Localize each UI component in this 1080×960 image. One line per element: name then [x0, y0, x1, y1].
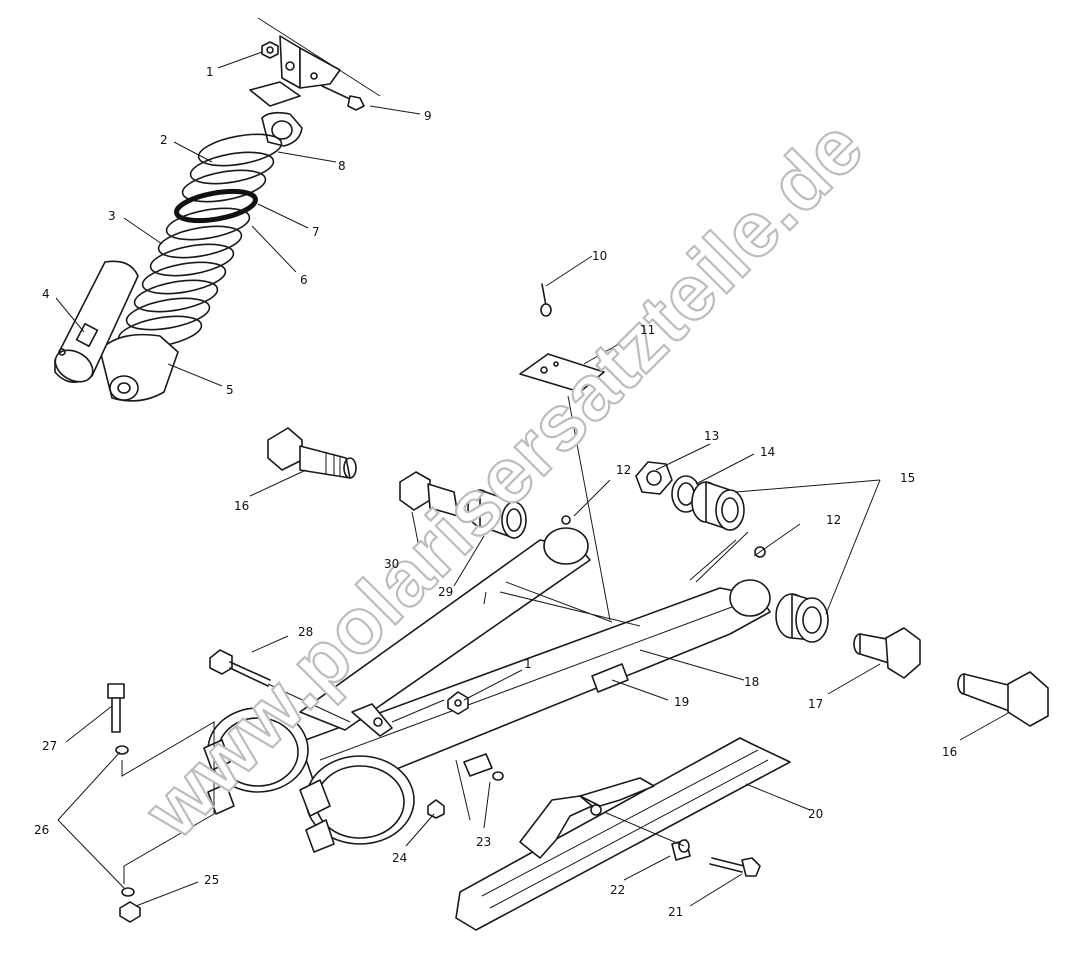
- callout-21: 21: [668, 905, 683, 919]
- bolt-part-28: [209, 649, 271, 687]
- spacer-part-22: [671, 839, 691, 861]
- callout-6: 6: [300, 273, 308, 287]
- slide-rail-part-20: [455, 737, 791, 931]
- callout-29: 29: [438, 585, 453, 599]
- plate-part-11: [519, 353, 605, 393]
- callout-16-right: 16: [942, 745, 957, 759]
- callout-13: 13: [704, 429, 719, 443]
- callout-16-left: 16: [234, 499, 249, 513]
- nut-part-24: [427, 799, 445, 819]
- callout-30: 30: [384, 557, 399, 571]
- callout-18: 18: [744, 675, 759, 689]
- nut-part-1-lower: [447, 691, 469, 715]
- callout-labels: 1 2 3 4 5 6 7 8 9 10 11 12 12 13 14 15 1…: [34, 65, 957, 919]
- callout-12-right: 12: [826, 513, 841, 527]
- bushing-part-15-lower: [775, 593, 829, 643]
- callout-1-upper: 1: [206, 65, 214, 79]
- nut-part-25: [119, 901, 141, 923]
- nut-part-13: [635, 461, 673, 495]
- pivot-boss-left: [543, 527, 589, 565]
- callout-26: 26: [34, 823, 49, 837]
- callout-19: 19: [674, 695, 689, 709]
- callout-11: 11: [640, 323, 655, 337]
- pivot-bolt-part-16-right: [957, 671, 1049, 727]
- callout-22: 22: [610, 883, 625, 897]
- coil-spring: [117, 133, 283, 349]
- callout-23: 23: [476, 835, 491, 849]
- callout-8: 8: [338, 159, 346, 173]
- callout-15: 15: [900, 471, 915, 485]
- callout-27: 27: [42, 739, 57, 753]
- shock-reservoir-canister: [54, 260, 139, 383]
- shock-top-eye: [261, 111, 303, 147]
- callout-3: 3: [108, 209, 116, 223]
- leader-lines: [55, 51, 1011, 907]
- shock-lower-body: [99, 333, 179, 402]
- callout-9: 9: [424, 109, 432, 123]
- decal-part-19: [591, 663, 629, 693]
- washer-part-26-upper: [115, 745, 129, 755]
- callout-14: 14: [760, 445, 775, 459]
- callout-17: 17: [808, 697, 823, 711]
- swing-arm: [203, 527, 771, 853]
- washer-part-23: [492, 771, 504, 781]
- bolt-part-27: [107, 683, 125, 733]
- pivot-boss-right: [729, 579, 771, 617]
- nut-part-1-upper: [261, 41, 279, 59]
- washer-part-26-lower: [121, 887, 135, 897]
- bushing-part-15-upper: [691, 481, 745, 531]
- pivot-bolt-part-16-left: [267, 427, 357, 479]
- callout-28: 28: [298, 625, 313, 639]
- callout-12-left: 12: [616, 463, 631, 477]
- bolt-part-21: [709, 857, 761, 877]
- callout-10: 10: [592, 249, 607, 263]
- rivet-part-10: [540, 283, 552, 317]
- callout-5: 5: [226, 383, 234, 397]
- bolt-part-17: [853, 627, 921, 679]
- shock-absorber-assembly: [54, 17, 381, 402]
- loose-hardware: [107, 283, 1049, 923]
- bolt-part-9: [321, 85, 365, 111]
- spring-retainer-ring: [174, 188, 258, 224]
- grease-fitting-12-left: [561, 515, 571, 525]
- callout-4: 4: [42, 287, 50, 301]
- upper-mount-bracket: [249, 17, 381, 107]
- callout-7: 7: [312, 225, 320, 239]
- bushing-part-29: [467, 489, 527, 539]
- callout-24: 24: [392, 851, 407, 865]
- callout-2: 2: [160, 133, 168, 147]
- axle-clamp-right: [299, 755, 415, 853]
- bolt-part-30: [399, 471, 459, 517]
- callout-1-lower: 1: [524, 657, 532, 671]
- callout-25: 25: [204, 873, 219, 887]
- callout-20: 20: [808, 807, 823, 821]
